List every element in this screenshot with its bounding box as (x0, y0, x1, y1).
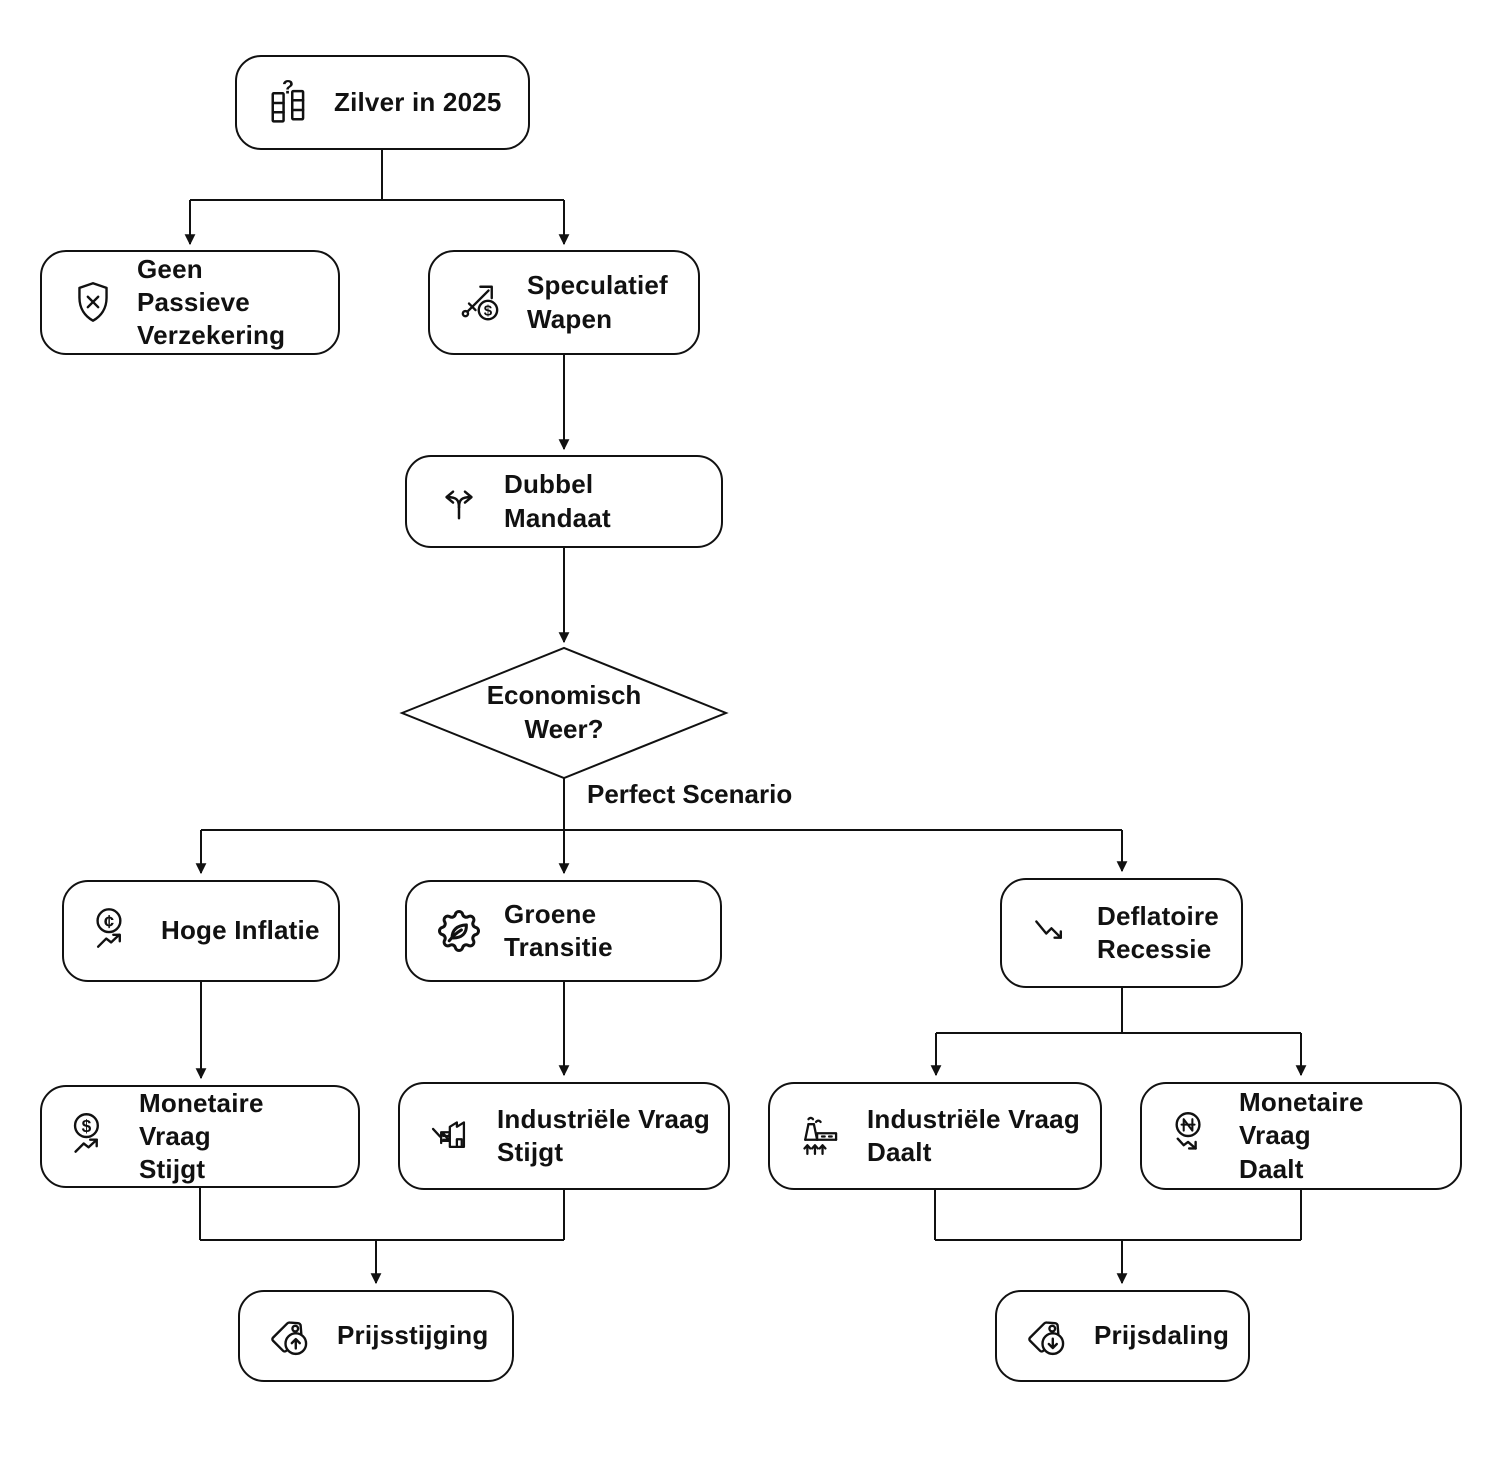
node-label: Monetaire Vraag Daalt (1239, 1087, 1364, 1184)
gear-leaf-icon (433, 905, 485, 957)
naira-coin-falling-trend-icon (1168, 1110, 1220, 1162)
svg-text:¢: ¢ (104, 911, 114, 932)
fork-split-arrows-icon (433, 476, 485, 528)
node-label: Dubbel Mandaat (504, 469, 611, 533)
node-monetaire-vraag-daalt: Monetaire Vraag Daalt (1140, 1082, 1462, 1190)
cent-coin-rising-trend-icon: ¢ (90, 905, 142, 957)
node-monetaire-vraag-stijgt: $ Monetaire Vraag Stijgt (40, 1085, 360, 1188)
node-deflatoire-recessie: Deflatoire Recessie (1000, 878, 1243, 988)
svg-text:$: $ (82, 1116, 92, 1136)
node-zilver-in-2025: ? Zilver in 2025 (235, 55, 530, 150)
shield-x-icon (68, 278, 118, 328)
node-economisch-weer: Economisch Weer? (486, 680, 642, 744)
silver-bars-question-icon: ? (263, 77, 315, 129)
price-tag-up-icon (266, 1310, 318, 1362)
edge-merge-left (199, 1188, 565, 1241)
svg-text:?: ? (282, 77, 294, 98)
node-label: Zilver in 2025 (334, 86, 502, 117)
dollar-coin-rising-trend-icon: $ (68, 1111, 120, 1163)
node-label: Prijsdaling (1094, 1320, 1230, 1351)
node-label: Hoge Inflatie (161, 915, 320, 946)
node-label: Geen Passieve Verzekering (137, 253, 286, 351)
decision-diamond (399, 646, 729, 780)
node-label: Prijsstijging (337, 1320, 489, 1351)
node-label: Industriële Vraag Stijgt (497, 1103, 710, 1167)
branch-label-perfect-scenario: Perfect Scenario (587, 779, 793, 809)
edge-merge-right (934, 1190, 1302, 1241)
node-label: Industriële Vraag Daalt (867, 1103, 1080, 1167)
factory-smoke-up-arrows-icon (796, 1110, 848, 1162)
node-prijsdaling: Prijsdaling (995, 1290, 1250, 1382)
factory-zigzag-arrow-icon (426, 1110, 478, 1162)
node-industriele-vraag-daalt: Industriële Vraag Daalt (768, 1082, 1102, 1190)
node-label: Speculatief Wapen (527, 270, 668, 334)
trend-down-arrow-icon (1028, 908, 1078, 958)
node-hoge-inflatie: ¢ Hoge Inflatie (62, 880, 340, 982)
node-prijsstijging: Prijsstijging (238, 1290, 514, 1382)
node-label: Monetaire Vraag Stijgt (139, 1087, 264, 1185)
node-speculatief-wapen: $ Speculatief Wapen (428, 250, 700, 355)
node-geen-passieve-verzekering: Geen Passieve Verzekering (40, 250, 340, 355)
price-tag-down-icon (1023, 1310, 1075, 1362)
svg-text:$: $ (484, 302, 493, 319)
sword-dollar-icon: $ (456, 277, 508, 329)
node-industriele-vraag-stijgt: Industriële Vraag Stijgt (398, 1082, 730, 1190)
node-groene-transitie: Groene Transitie (405, 880, 722, 982)
node-label: Groene Transitie (504, 898, 613, 962)
node-label: Deflatoire Recessie (1097, 900, 1219, 964)
edges (184, 150, 1307, 1285)
node-dubbel-mandaat: Dubbel Mandaat (405, 455, 723, 548)
